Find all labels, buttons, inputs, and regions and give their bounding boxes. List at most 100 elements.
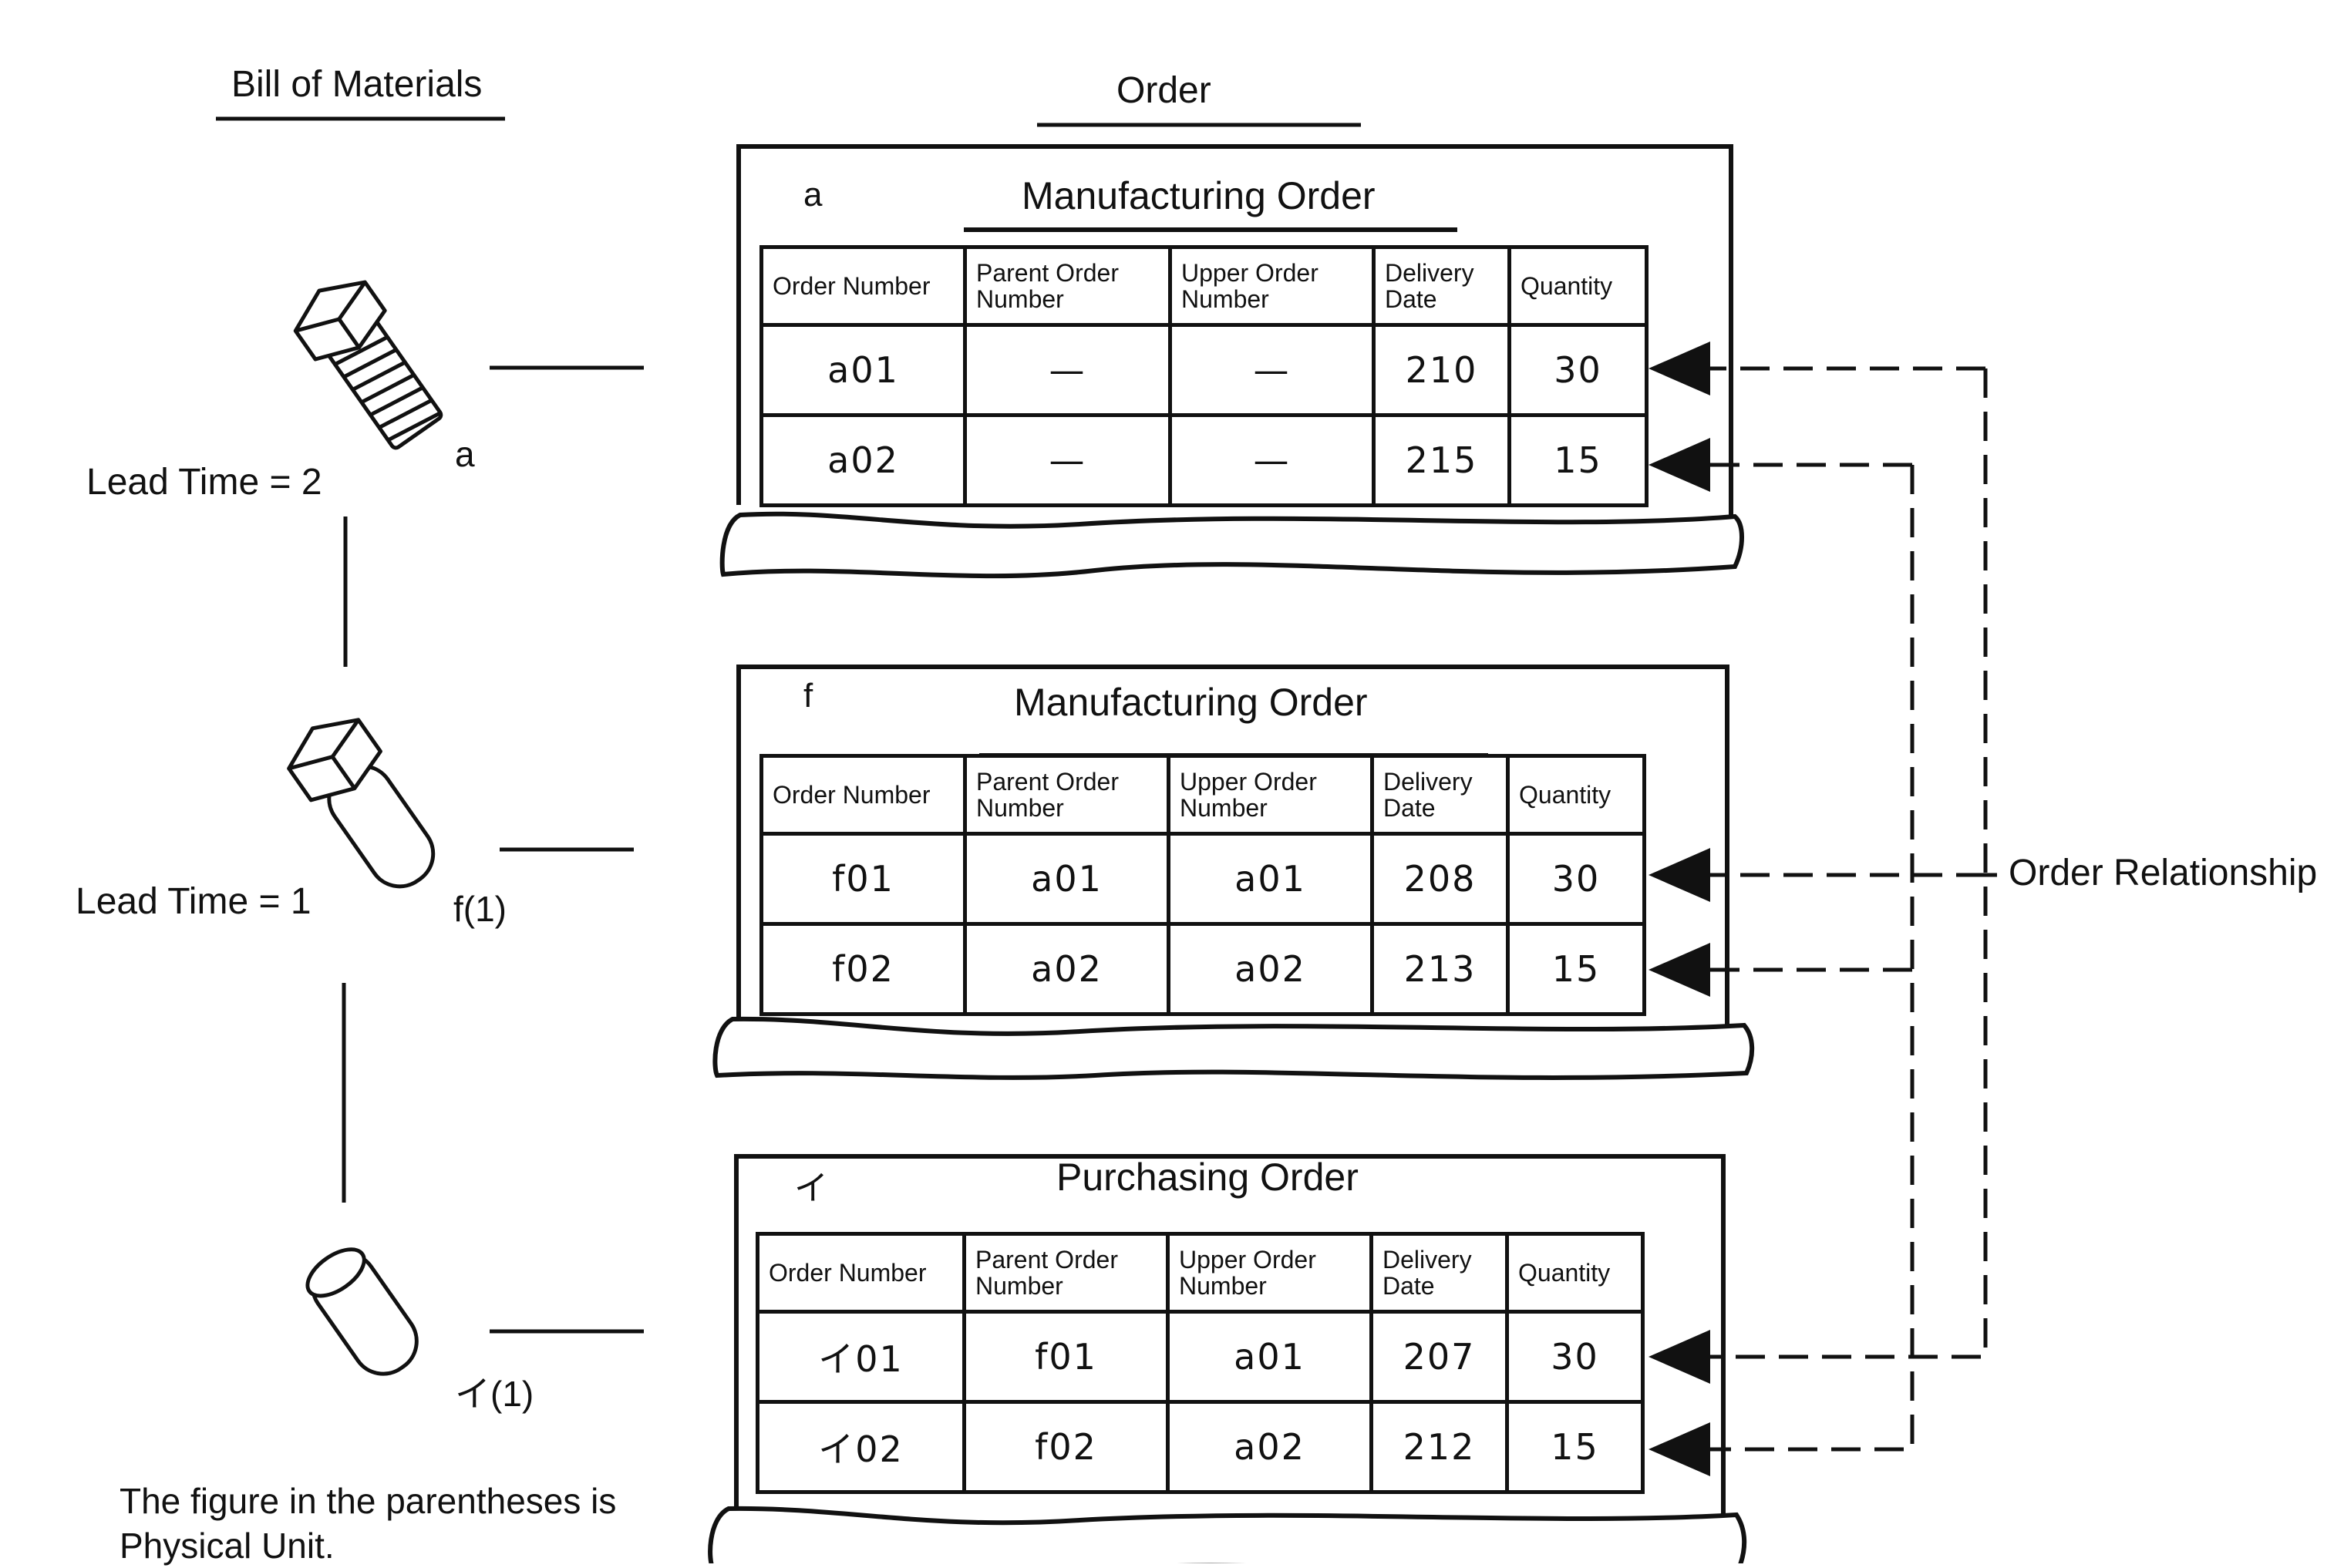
column-header: Order Number: [756, 1232, 966, 1314]
column-header-line: Quantity: [1521, 272, 1613, 300]
table-cell: —: [1168, 323, 1376, 417]
table-cell: 212: [1369, 1400, 1509, 1494]
table-row: イ02 f02 a02 212 15: [756, 1400, 1645, 1494]
column-header: Order Number: [759, 754, 967, 836]
order-heading: Order: [1116, 70, 1211, 111]
column-header-line: Number: [975, 1272, 1063, 1300]
column-header-line: Delivery: [1385, 259, 1474, 287]
table-cell: 208: [1370, 832, 1510, 926]
bom-heading: Bill of Materials: [231, 64, 483, 105]
sheet-frame-a: [719, 144, 1744, 579]
table-row: a01 — — 210 30: [759, 323, 1649, 417]
column-header-line: Order Number: [773, 272, 931, 300]
column-header-line: Upper Order: [1179, 1246, 1316, 1274]
table-cell: イ01: [756, 1310, 966, 1404]
column-header-line: Number: [976, 285, 1064, 313]
column-header-line: Order Number: [769, 1259, 927, 1287]
column-header-line: Parent Order: [975, 1246, 1118, 1274]
table-cell: 15: [1507, 413, 1649, 507]
column-header: Quantity: [1507, 245, 1649, 327]
bolt-a-icon: [293, 280, 443, 450]
column-header-line: Number: [1180, 794, 1268, 822]
table-row: イ01 f01 a01 207 30: [756, 1310, 1645, 1404]
bom-part-tag: f(1): [453, 889, 507, 929]
bom-part-tag: a: [455, 434, 475, 474]
table-cell: f01: [759, 832, 967, 926]
table-cell: 207: [1369, 1310, 1509, 1404]
column-header-line: Date: [1382, 1272, 1435, 1300]
column-header-line: Quantity: [1519, 781, 1612, 809]
table-cell: a02: [1167, 922, 1374, 1016]
column-header: Order Number: [759, 245, 967, 327]
column-header-line: Number: [1179, 1272, 1267, 1300]
column-header-line: Number: [1181, 285, 1269, 313]
table-cell: 15: [1506, 922, 1646, 1016]
column-header: Quantity: [1505, 1232, 1645, 1314]
table-cell: 213: [1370, 922, 1510, 1016]
lead-time-label: Lead Time = 2: [86, 462, 322, 503]
table-cell: 30: [1507, 323, 1649, 417]
column-header-line: Quantity: [1518, 1259, 1611, 1287]
table-cell: イ02: [756, 1400, 966, 1494]
cylinder-i-icon: [305, 1247, 419, 1376]
order-relationship-label: Order Relationship: [2009, 853, 2318, 893]
column-header-line: Delivery: [1382, 1246, 1472, 1274]
sheet-tag: イ: [794, 1169, 828, 1207]
table-row: f01 a01 a01 208 30: [759, 832, 1646, 926]
table-cell: —: [1168, 413, 1376, 507]
column-header-line: Date: [1383, 794, 1436, 822]
sheet-title: Purchasing Order: [1056, 1156, 1359, 1199]
relation-line-row2: [1656, 465, 1915, 1452]
sheet-tag: f: [803, 677, 813, 715]
table-cell: f01: [962, 1310, 1170, 1404]
column-header-line: Number: [976, 794, 1064, 822]
table-cell: —: [963, 413, 1172, 507]
bom-footnote-line: The figure in the parentheses is: [120, 1481, 617, 1521]
table-cell: f02: [962, 1400, 1170, 1494]
table-cell: 30: [1505, 1310, 1645, 1404]
sheet-title: Manufacturing Order: [1022, 174, 1376, 217]
column-header-line: Order Number: [773, 781, 931, 809]
table-cell: 15: [1505, 1400, 1645, 1494]
table-row: a02 — — 215 15: [759, 413, 1649, 507]
table-cell: a02: [759, 413, 967, 507]
column-header-line: Delivery: [1383, 768, 1473, 796]
bolt-f-icon: [287, 718, 436, 889]
table-cell: 30: [1506, 832, 1646, 926]
table-cell: f02: [759, 922, 967, 1016]
table-row: f02 a02 a02 213 15: [759, 922, 1646, 1016]
table-cell: a02: [1166, 1400, 1373, 1494]
table-cell: a01: [963, 832, 1170, 926]
column-header-line: Parent Order: [976, 768, 1119, 796]
table-cell: 210: [1372, 323, 1511, 417]
column-header-line: Upper Order: [1180, 768, 1317, 796]
bom-part-tag: イ(1): [455, 1374, 534, 1414]
column-header-line: Upper Order: [1181, 259, 1318, 287]
table-cell: a01: [759, 323, 967, 417]
table-cell: a01: [1167, 832, 1374, 926]
sheet-tag: a: [803, 176, 823, 214]
table-cell: —: [963, 323, 1172, 417]
table-cell: a01: [1166, 1310, 1373, 1404]
table-cell: a02: [963, 922, 1170, 1016]
column-header-line: Parent Order: [976, 259, 1119, 287]
bom-footnote-line: Physical Unit.: [120, 1526, 335, 1566]
bom-footnote: The figure in the parentheses is Physica…: [120, 1479, 616, 1568]
table-cell: 215: [1372, 413, 1511, 507]
relation-line-row1: [1656, 368, 1988, 1359]
